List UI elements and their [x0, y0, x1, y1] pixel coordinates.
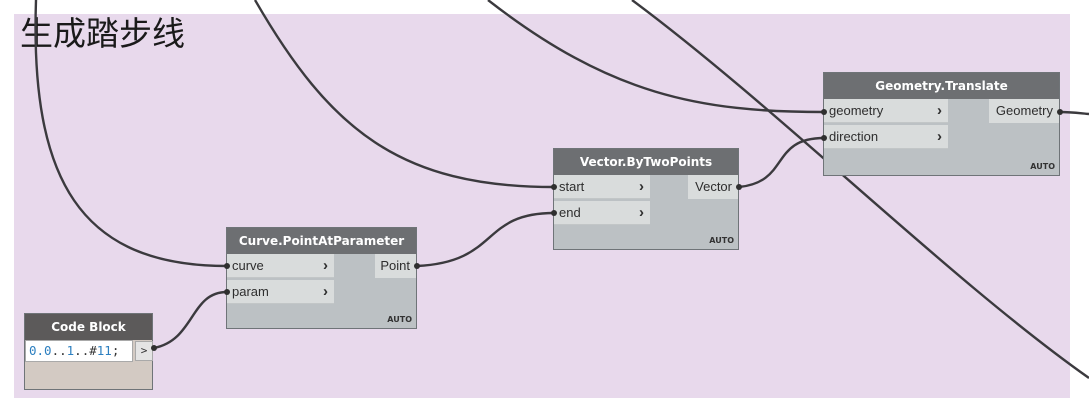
curve-point-at-parameter-node[interactable]: Curve.PointAtParameter curve › param › P…	[226, 227, 417, 329]
chevron-right-icon[interactable]: ›	[639, 178, 644, 195]
port-dot[interactable]	[414, 263, 420, 269]
group-title[interactable]: 生成踏步线	[20, 14, 185, 53]
port-dot[interactable]	[224, 263, 230, 269]
lacing-badge[interactable]: AUTO	[387, 315, 412, 324]
chevron-right-icon[interactable]: ›	[937, 102, 942, 119]
port-label: param	[232, 284, 269, 299]
output-port[interactable]: >	[135, 341, 153, 361]
node-title[interactable]: Geometry.Translate	[824, 73, 1059, 99]
port-label: start	[559, 179, 585, 194]
input-port-geometry[interactable]: geometry ›	[824, 99, 948, 123]
code-token: 11	[96, 343, 112, 358]
input-port-start[interactable]: start ›	[554, 175, 650, 199]
code-block-node[interactable]: Code Block 0.0..1..#11; >	[24, 313, 153, 390]
input-port-end[interactable]: end ›	[554, 201, 650, 225]
port-label: Geometry	[995, 103, 1053, 118]
geometry-translate-node[interactable]: Geometry.Translate geometry › direction …	[823, 72, 1060, 176]
port-dot[interactable]	[551, 184, 557, 190]
code-token: ..#	[74, 343, 97, 358]
port-label: curve	[232, 258, 264, 273]
lacing-badge[interactable]: AUTO	[1030, 162, 1055, 171]
output-port-geometry[interactable]: Geometry	[989, 99, 1059, 123]
port-dot[interactable]	[224, 289, 230, 295]
lacing-badge[interactable]: AUTO	[709, 236, 734, 245]
chevron-right-icon[interactable]: ›	[937, 128, 942, 145]
chevron-right-icon[interactable]: ›	[639, 204, 644, 221]
vector-by-two-points-node[interactable]: Vector.ByTwoPoints start › end › Vector …	[553, 148, 739, 250]
output-port-vector[interactable]: Vector	[688, 175, 738, 199]
code-editor[interactable]: 0.0..1..#11;	[25, 340, 133, 362]
input-port-direction[interactable]: direction ›	[824, 125, 948, 149]
code-token: 1	[66, 343, 75, 358]
port-dot[interactable]	[551, 210, 557, 216]
node-title[interactable]: Code Block	[25, 314, 152, 340]
chevron-right-icon[interactable]: ›	[323, 283, 328, 300]
port-dot[interactable]	[821, 135, 827, 141]
input-port-curve[interactable]: curve ›	[227, 254, 334, 278]
input-port-param[interactable]: param ›	[227, 280, 334, 304]
code-token: 0.0	[29, 343, 52, 358]
node-title[interactable]: Vector.ByTwoPoints	[554, 149, 738, 175]
node-title[interactable]: Curve.PointAtParameter	[227, 228, 416, 254]
code-token: ..	[51, 343, 67, 358]
code-token: ;	[111, 343, 120, 358]
chevron-right-icon[interactable]: ›	[323, 257, 328, 274]
port-label: end	[559, 205, 581, 220]
output-port-point[interactable]: Point	[375, 254, 416, 278]
port-label: direction	[829, 129, 879, 144]
port-dot[interactable]	[821, 109, 827, 115]
port-label: Vector	[695, 179, 732, 194]
port-dot[interactable]	[1057, 109, 1063, 115]
port-dot[interactable]	[151, 345, 157, 351]
port-label: Point	[380, 258, 410, 273]
port-label: geometry	[829, 103, 884, 118]
port-dot[interactable]	[736, 184, 742, 190]
